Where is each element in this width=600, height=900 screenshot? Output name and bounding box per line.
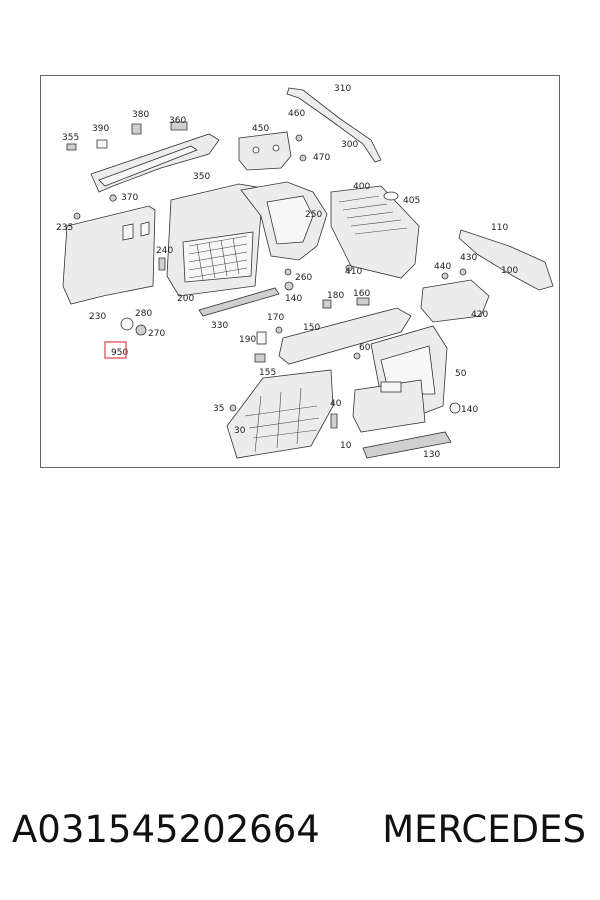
callout-160: 160 <box>353 289 370 299</box>
part-170-screw <box>275 326 283 334</box>
callout-410: 410 <box>345 267 362 277</box>
callout-130: 130 <box>423 450 440 460</box>
part-235-clip <box>73 212 81 220</box>
part-160-clip <box>356 297 370 306</box>
callout-430: 430 <box>460 253 477 263</box>
callout-30: 30 <box>234 426 246 436</box>
callout-100: 100 <box>501 266 518 276</box>
callout-40: 40 <box>330 399 342 409</box>
part-30-panel <box>226 369 334 459</box>
callout-labels: 310 380 360 390 355 450 460 300 470 350 370 400 405 2… <box>56 84 518 460</box>
callout-390: 390 <box>92 124 109 134</box>
part-140-clip-right <box>449 402 461 414</box>
brand-name: MERCEDES <box>382 808 586 851</box>
part-130-sill <box>362 431 452 459</box>
callout-190: 190 <box>239 335 256 345</box>
part-380-clip <box>131 123 142 135</box>
callout-330: 330 <box>211 321 228 331</box>
part-430-screw <box>459 268 467 276</box>
callout-405: 405 <box>403 196 420 206</box>
callout-155: 155 <box>259 368 276 378</box>
part-180-clip <box>322 299 332 309</box>
callout-280: 280 <box>135 309 152 319</box>
callout-420: 420 <box>471 310 488 320</box>
callout-240: 240 <box>156 246 173 256</box>
callout-470: 470 <box>313 153 330 163</box>
part-60-screw <box>353 352 361 360</box>
part-450-bracket <box>238 131 292 171</box>
callout-260: 260 <box>295 273 312 283</box>
callout-270: 270 <box>148 329 165 339</box>
callout-380: 380 <box>132 110 149 120</box>
part-260-screw <box>284 268 292 276</box>
callout-180: 180 <box>327 291 344 301</box>
part-410-screw <box>345 264 353 272</box>
callout-140: 140 <box>461 405 478 415</box>
part-110-bracket <box>458 229 554 291</box>
callout-150: 150 <box>303 323 320 333</box>
part-155-clip <box>254 353 266 363</box>
callout-50: 50 <box>455 369 467 379</box>
callout-35: 35 <box>213 404 224 414</box>
part-140-clip-left <box>284 281 294 291</box>
callout-250: 250 <box>305 210 322 220</box>
callout-235: 235 <box>56 223 73 233</box>
callout-460: 460 <box>288 109 305 119</box>
callout-170: 170 <box>267 313 284 323</box>
callout-230: 230 <box>89 312 106 322</box>
callout-300: 300 <box>341 140 358 150</box>
part-number: A031545202664 <box>12 808 320 851</box>
part-230-panel <box>62 205 156 305</box>
part-40-screw <box>330 413 338 429</box>
part-440-screw <box>441 272 449 280</box>
parts-diagram: 310 380 360 390 355 450 460 300 470 350 370 400 405 2… <box>56 84 554 460</box>
part-280-clip <box>120 317 134 331</box>
callout-10: 10 <box>340 441 352 451</box>
part-190-clip <box>256 331 267 345</box>
callout-110: 110 <box>491 223 508 233</box>
callout-360: 360 <box>169 116 186 126</box>
part-390-plate <box>96 139 108 149</box>
callout-370: 370 <box>121 193 138 203</box>
part-150-rail <box>278 307 412 365</box>
part-370-nut <box>109 194 117 202</box>
part-360-bracket <box>170 121 188 131</box>
part-240-screw <box>158 257 166 271</box>
callout-400: 400 <box>353 182 370 192</box>
part-355-clip <box>66 143 77 151</box>
callout-440: 440 <box>434 262 451 272</box>
part-420-bracket <box>420 279 490 323</box>
part-35-nut <box>229 404 237 412</box>
part-270-nut <box>135 324 147 336</box>
part-470-screw <box>299 154 307 162</box>
part-10-cover <box>352 379 426 433</box>
part-330-rail <box>198 287 280 317</box>
callout-200: 200 <box>177 294 194 304</box>
callout-950: 950 <box>111 348 128 358</box>
highlight-950-box <box>104 341 127 359</box>
part-200-net <box>188 235 248 281</box>
callout-60: 60 <box>359 343 371 353</box>
callout-140: 140 <box>285 294 302 304</box>
callout-350: 350 <box>193 172 210 182</box>
parts-diagram-frame: 310 380 360 390 355 450 460 300 470 350 370 400 405 2… <box>40 75 560 468</box>
part-300-strip <box>286 87 382 163</box>
part-405-ring <box>383 191 399 201</box>
part-460-screw <box>295 134 303 142</box>
callout-355: 355 <box>62 133 79 143</box>
footer: A031545202664 MERCEDES <box>0 808 600 858</box>
callout-310: 310 <box>334 84 351 94</box>
callout-450: 450 <box>252 124 269 134</box>
